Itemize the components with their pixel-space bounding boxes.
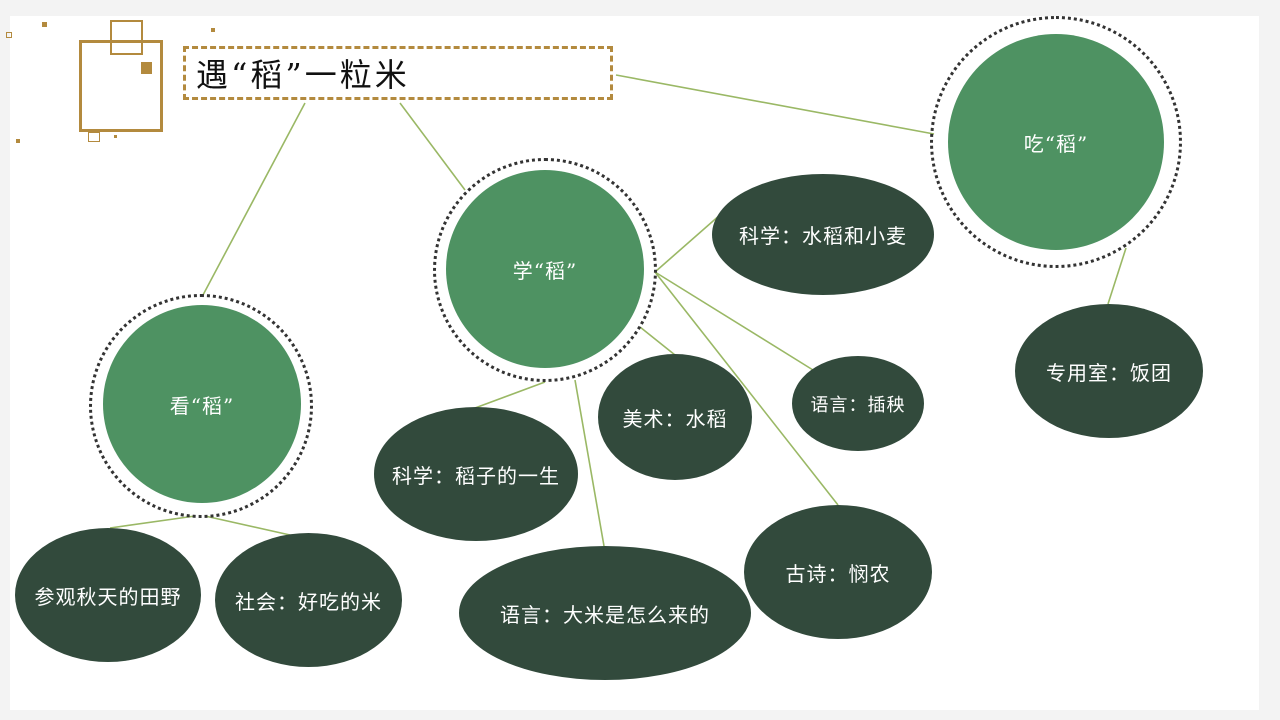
topic-look: 看“稻” (103, 305, 301, 503)
activity-art-rice: 美术：水稻 (598, 354, 752, 480)
eat-ring (930, 16, 1182, 268)
activity-field-visit: 参观秋天的田野 (15, 528, 201, 662)
look-ring (89, 294, 313, 518)
learn-ring (433, 158, 657, 382)
topic-learn: 学“稻” (446, 170, 644, 368)
activity-science-rice-wheat: 科学：水稻和小麦 (712, 174, 934, 295)
activity-language-rice: 语言：大米是怎么来的 (459, 546, 751, 680)
activity-poem: 古诗：悯农 (744, 505, 932, 639)
activity-science-life: 科学：稻子的一生 (374, 407, 578, 541)
activity-social-rice: 社会：好吃的米 (215, 533, 402, 667)
activity-room-riceball: 专用室：饭团 (1015, 304, 1203, 438)
topic-eat: 吃“稻” (948, 34, 1164, 250)
activity-language-transplant: 语言：插秧 (792, 356, 924, 451)
mindmap-title: 遇“稻”一粒米 (183, 46, 613, 100)
